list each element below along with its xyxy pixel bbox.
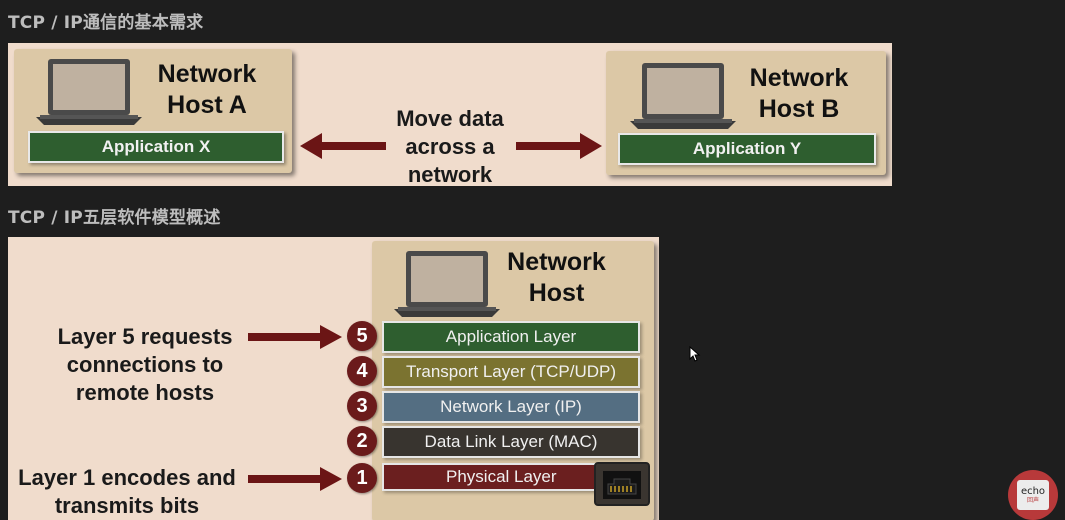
slide-basic-requirements: Network Host A Application X Move data a… [8,43,892,186]
section-heading-basic-requirements: TCP / IP通信的基本需求 [8,13,204,33]
echo-logo-subtext: 回声 [1026,497,1039,504]
mouse-cursor-icon [689,346,701,362]
layer-4-number: 4 [347,356,377,386]
ethernet-port-icon [594,462,650,506]
echo-logo-text: echo [1020,486,1046,497]
section-heading-five-layer-model: TCP / IP五层软件模型概述 [8,208,221,228]
layer-1-note: Layer 1 encodes and transmits bits [18,465,236,518]
layer-5-note: Layer 5 requests connections to remote h… [57,324,233,405]
network-layer-bar: Network Layer (IP) [382,391,640,423]
layer-2-number: 2 [347,426,377,456]
application-y-bar: Application Y [618,133,876,165]
right-arrow-icon [248,467,342,491]
transport-layer-bar: Transport Layer (TCP/UDP) [382,356,640,388]
right-arrow-icon [516,133,602,159]
host-b-box: Network Host B Application Y [606,51,886,175]
application-x-bar: Application X [28,131,284,163]
host-a-box: Network Host A Application X [14,49,292,173]
echo-logo[interactable]: echo 回声 [1008,470,1058,520]
layer-3-number: 3 [347,391,377,421]
layer-1-number: 1 [347,463,377,493]
laptop-icon [630,63,736,129]
layer-5-number: 5 [347,321,377,351]
laptop-icon [394,251,500,317]
left-arrow-icon [300,133,386,159]
physical-layer-bar: Physical Layer [382,463,636,491]
echo-logo-badge: echo 回声 [1017,480,1049,510]
move-data-text: Move data across a network [396,106,504,186]
host-a-title: Network Host A [157,60,257,119]
host-b-title: Network Host B [749,64,849,123]
right-arrow-icon [248,325,342,349]
slide-five-layer-model: Network Host 5 Application Layer 4 Trans… [8,237,659,520]
laptop-icon [36,59,142,125]
network-host-title: Network Host [507,248,606,307]
application-layer-bar: Application Layer [382,321,640,353]
data-link-layer-bar: Data Link Layer (MAC) [382,426,640,458]
